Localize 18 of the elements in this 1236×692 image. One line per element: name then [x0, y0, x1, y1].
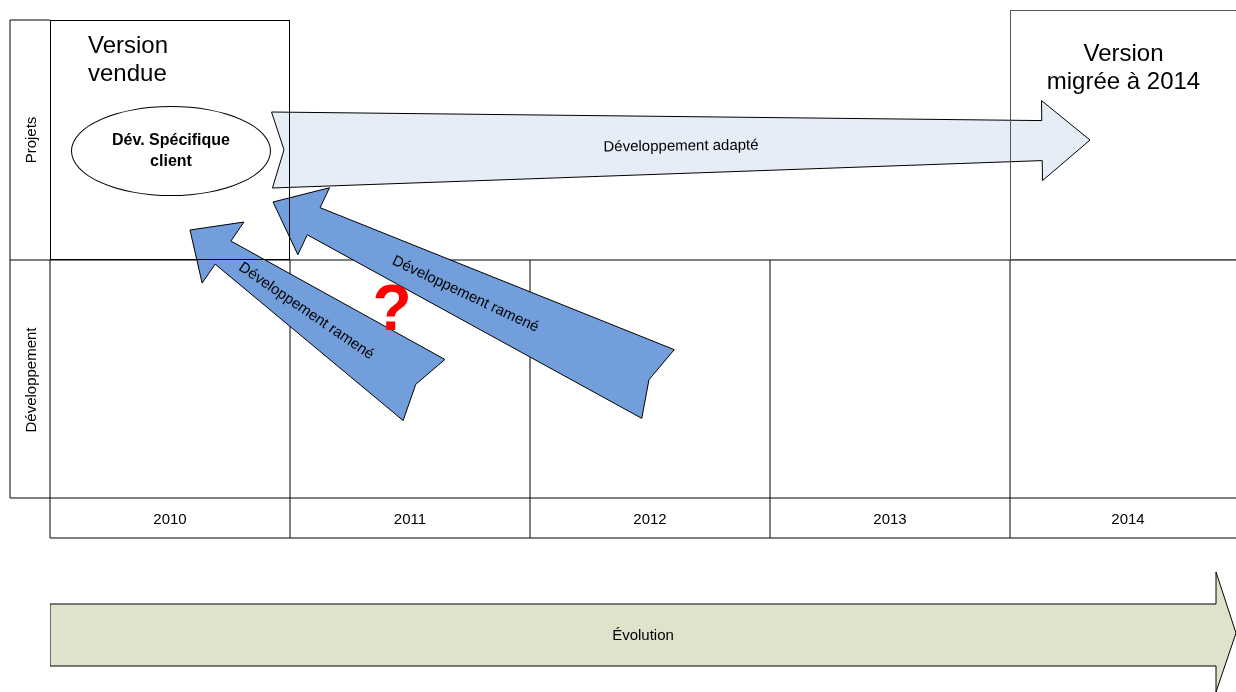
year-label: 2014: [1111, 510, 1145, 526]
block-arrow: [189, 221, 446, 422]
block-arrow: [50, 572, 1236, 692]
panel-heading: Version vendue: [88, 31, 170, 87]
row-header: Développement: [22, 327, 38, 433]
year-label: 2012: [633, 510, 667, 526]
year-label: 2011: [393, 510, 427, 526]
edge-label: Développement adapté: [603, 135, 759, 155]
arrow-label: Évolution: [612, 626, 674, 643]
panel-heading: Version migrée à 2014: [1045, 39, 1202, 95]
year-label: 2013: [873, 510, 907, 526]
block-arrow: [272, 187, 675, 419]
version-panel: [50, 20, 290, 260]
ellipse-label: Dév. Spécifique client: [111, 130, 231, 171]
version-panel: [1010, 10, 1236, 260]
row-header: Projets: [22, 116, 38, 164]
year-label: 2010: [153, 510, 187, 526]
block-arrow: [271, 100, 1091, 189]
